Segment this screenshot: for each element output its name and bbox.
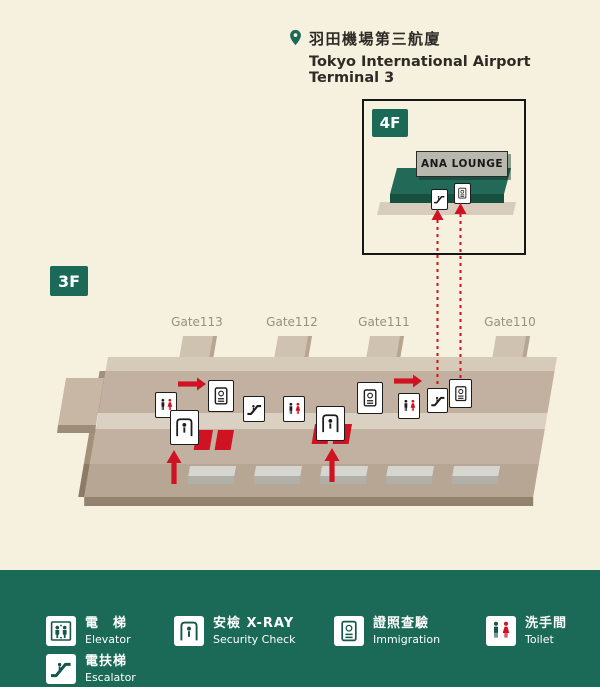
legend-item-immigration: 證照查驗 Immigration bbox=[334, 616, 440, 646]
gate-111-label: Gate111 bbox=[358, 315, 410, 329]
legend-label-zh: 電 梯 bbox=[85, 616, 128, 631]
escalator-icon bbox=[243, 396, 265, 422]
header: 羽田機場第三航廈 Tokyo International Airport Ter… bbox=[289, 28, 600, 86]
elevator-icon bbox=[46, 616, 76, 646]
legend-label-zh: 洗手間 bbox=[525, 616, 568, 631]
legend-label-en: Security Check bbox=[213, 633, 296, 646]
escalator-icon bbox=[46, 654, 76, 684]
gate-corridors bbox=[179, 336, 530, 357]
legend-item-toilet: 洗手間 Toilet bbox=[486, 616, 567, 646]
legend-label-en: Toilet bbox=[525, 633, 554, 646]
legend-item-elevator: 電 梯 Elevator bbox=[46, 616, 131, 646]
legend-label-zh: 安檢 X-RAY bbox=[213, 616, 295, 631]
legend-label-en: Immigration bbox=[373, 633, 441, 646]
gate-113-label: Gate113 bbox=[171, 315, 223, 329]
floor-3f-badge: 3F bbox=[50, 266, 88, 296]
location-pin-icon bbox=[289, 28, 302, 46]
floor-4f-inset: 4F ANA LOUNGE bbox=[362, 99, 526, 255]
legend-item-escalator: 電扶梯 Escalator bbox=[46, 654, 136, 684]
security-check-icon bbox=[316, 406, 345, 441]
gate-112-label: Gate112 bbox=[266, 315, 318, 329]
legend-item-security-check: 安檢 X-RAY Security Check bbox=[174, 616, 296, 646]
security-check-icon bbox=[170, 410, 199, 445]
legend-label-en: Elevator bbox=[85, 633, 131, 646]
gate-110-label: Gate110 bbox=[484, 315, 536, 329]
legend-label-zh: 電扶梯 bbox=[85, 654, 128, 669]
map-floor-bands bbox=[57, 357, 557, 506]
escalator-icon bbox=[431, 189, 448, 210]
immigration-icon bbox=[454, 183, 471, 204]
immigration-icon bbox=[449, 379, 472, 408]
toilet-icon bbox=[486, 616, 516, 646]
immigration-icon bbox=[208, 380, 234, 412]
legend-label-en: Escalator bbox=[85, 671, 136, 684]
escalator-icon bbox=[427, 388, 448, 413]
immigration-icon bbox=[334, 616, 364, 646]
toilet-icon bbox=[398, 393, 420, 419]
bench-pillars bbox=[188, 466, 500, 484]
immigration-icon bbox=[357, 382, 383, 414]
legend-label-zh: 證照查驗 bbox=[373, 616, 430, 631]
flow-arrows bbox=[166, 374, 422, 484]
security-check-icon bbox=[174, 616, 204, 646]
terminal-title-zh: 羽田機場第三航廈 bbox=[309, 30, 442, 48]
ana-lounge-label: ANA LOUNGE bbox=[416, 151, 508, 177]
terminal-title-en: Tokyo International Airport Terminal 3 bbox=[309, 54, 531, 86]
floor-4f-badge: 4F bbox=[372, 109, 408, 137]
legend-bar: 電 梯 Elevator 電扶梯 Escalator 安檢 X-RAY Securit… bbox=[0, 570, 600, 687]
toilet-icon bbox=[283, 396, 305, 422]
